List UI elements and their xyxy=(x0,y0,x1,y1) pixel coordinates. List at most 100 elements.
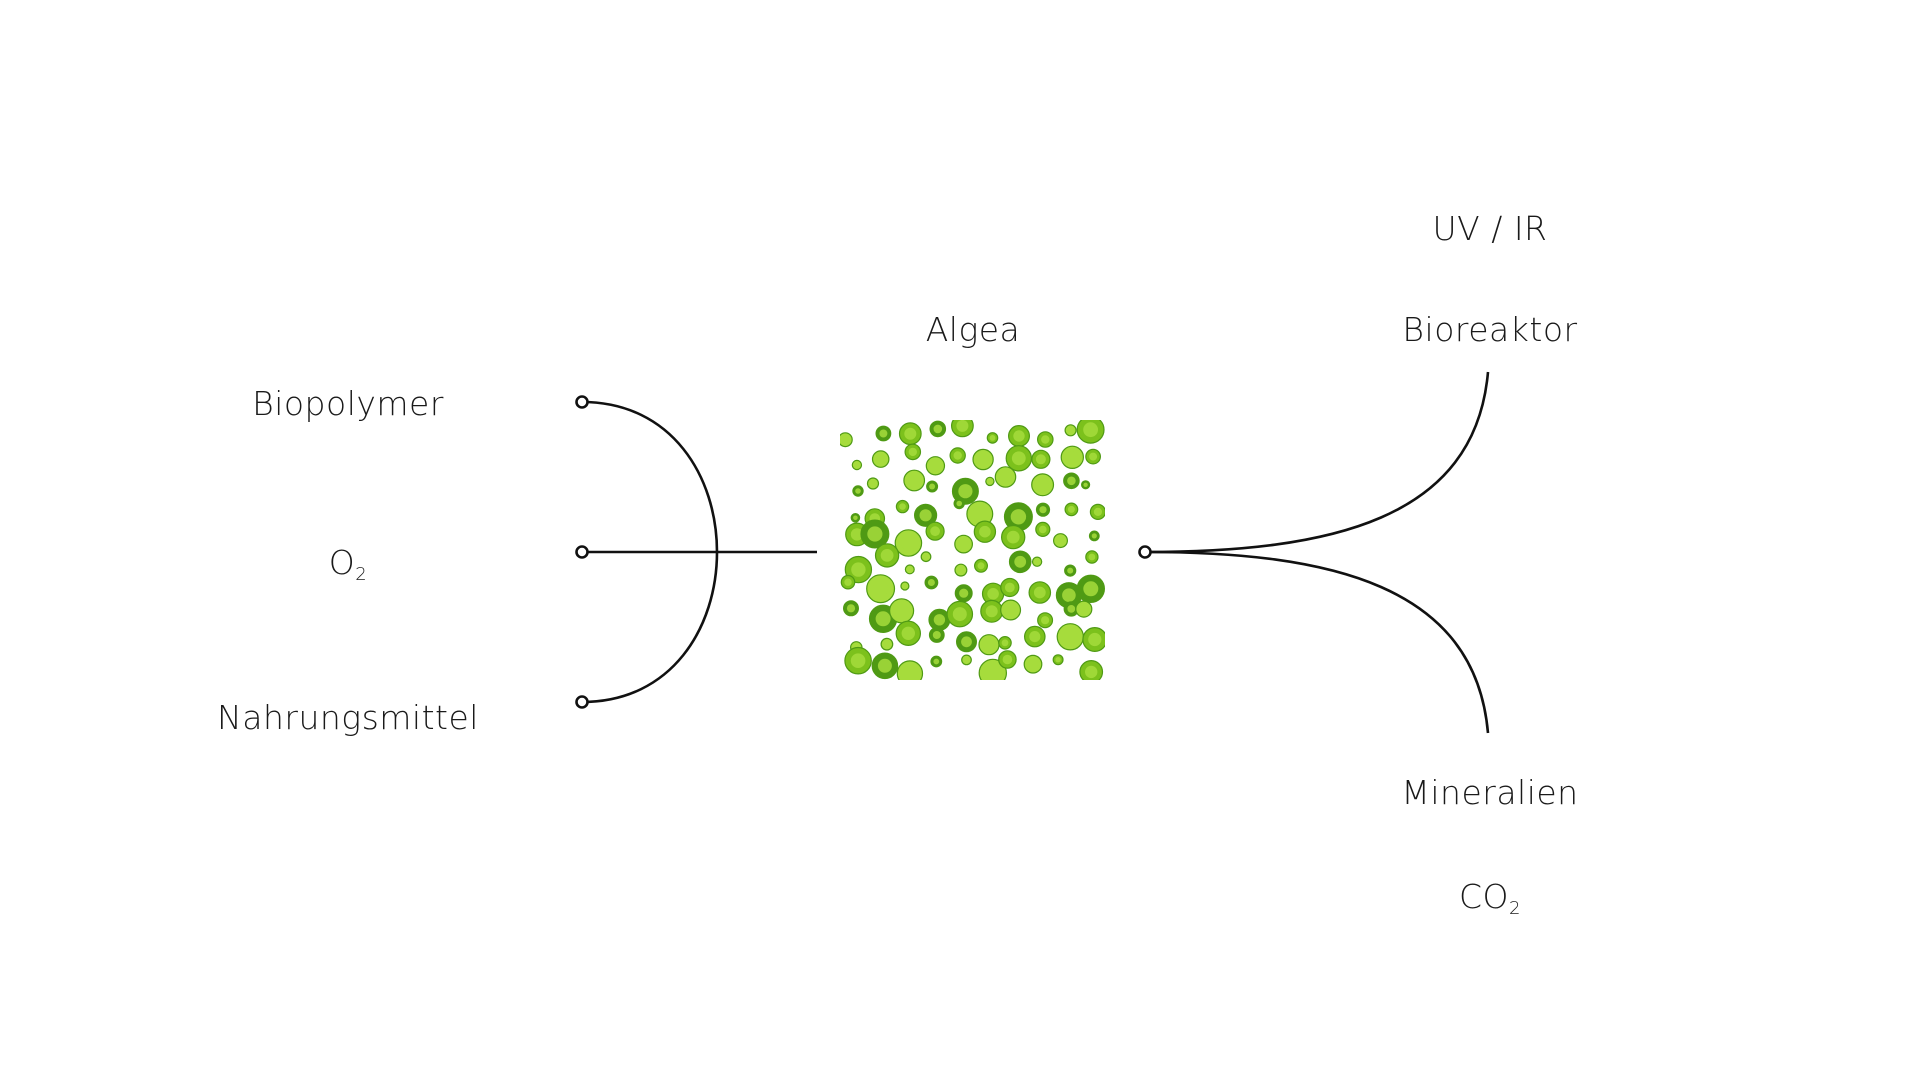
algae-to-bioreaktor-curve xyxy=(1144,371,1490,554)
algae-cell-core xyxy=(930,526,940,537)
algae-cell-core xyxy=(850,528,864,541)
algae-cell-core xyxy=(1002,654,1013,665)
algae-cell-core xyxy=(1036,478,1049,491)
algae-cell-core xyxy=(979,525,991,538)
algae-cell-core xyxy=(1088,632,1102,647)
nahrungsmittel-label: Nahrungsmittel xyxy=(217,698,479,737)
algae-cell-core xyxy=(902,583,908,589)
algae-cell-core xyxy=(919,509,932,522)
algae-cell-core xyxy=(961,636,972,648)
algae-cell-core xyxy=(895,604,909,618)
algae-cell-core xyxy=(933,614,946,626)
algae-cell-core xyxy=(1013,430,1025,442)
o2-node xyxy=(575,545,589,559)
algae-cell-core xyxy=(1083,581,1099,597)
algae-cell-core xyxy=(877,658,892,673)
algae-cell-core xyxy=(1039,525,1047,534)
algae-cell-core xyxy=(956,420,969,432)
algae-cell-core xyxy=(958,484,973,499)
algae-cell-core xyxy=(1088,553,1096,561)
uv-ir-label: UV / IR xyxy=(1432,209,1548,248)
algae-cell-core xyxy=(1041,435,1050,444)
algae-cell-core xyxy=(1093,507,1102,516)
algae-cell-core xyxy=(901,626,915,640)
algae-cell-core xyxy=(930,460,941,471)
algae-cell-core xyxy=(927,579,935,586)
algae-cell-core xyxy=(1067,505,1075,513)
algae-cell-core xyxy=(987,479,993,484)
algae-cell-core xyxy=(846,604,856,613)
algae-cell-core xyxy=(1085,665,1098,679)
algae-cell-core xyxy=(904,427,917,440)
algae-cell-core xyxy=(985,605,998,618)
algae-cell-core xyxy=(1056,536,1065,545)
o2-label: O2 xyxy=(328,543,368,585)
co2-label-base: CO xyxy=(1459,877,1510,916)
algae-cell-core xyxy=(867,526,883,542)
bioreaktor-label: Bioreaktor xyxy=(1402,310,1578,349)
algae-cell-core xyxy=(957,566,965,574)
co2-label-subscript: 2 xyxy=(1509,898,1521,919)
co2-label: CO2 xyxy=(1459,877,1521,919)
algae-cell-core xyxy=(907,567,913,572)
algea-label: Algea xyxy=(925,310,1021,349)
algae-cell-core xyxy=(959,588,969,598)
algae-cell-core xyxy=(963,657,970,663)
algae-cell-core xyxy=(883,641,891,648)
algae-cell-core xyxy=(1083,482,1088,487)
algae-cell-core xyxy=(1066,451,1079,464)
o2-label-subscript: 2 xyxy=(355,564,368,585)
algae-cell-core xyxy=(872,581,889,597)
algae-cell-core xyxy=(956,500,962,507)
algae-cell-core xyxy=(1014,555,1027,568)
algae-cell-core xyxy=(1033,586,1046,599)
algae-cell-core xyxy=(987,588,999,600)
algae-cell-core xyxy=(977,562,985,570)
algae-cell-core xyxy=(870,480,876,487)
algae-cell-core xyxy=(908,447,917,457)
algae-cell-core xyxy=(1083,422,1098,438)
algae-cell-core xyxy=(851,562,866,577)
algae-cell-core xyxy=(908,474,920,487)
algae-cell-core xyxy=(1039,506,1047,514)
nahrungsmittel-node xyxy=(575,695,589,709)
algae-cell-core xyxy=(844,578,852,586)
algae-cell-core xyxy=(933,424,943,434)
algae-cell-core xyxy=(929,483,936,490)
algae-cell-core xyxy=(1067,605,1076,613)
algae-cell-core xyxy=(1062,588,1076,602)
algae-cell-core xyxy=(1041,616,1050,625)
algae-cell-core xyxy=(1067,476,1076,486)
algae-cell-core xyxy=(1067,567,1074,574)
algae-cell-core xyxy=(1004,582,1015,593)
algae-cell-core xyxy=(841,435,850,444)
algae-cell-core xyxy=(1005,604,1016,616)
algae-cell-core xyxy=(985,665,1001,680)
algae-cell-core xyxy=(850,653,866,668)
algae-cell-core xyxy=(1079,604,1089,614)
algae-cell-core xyxy=(999,471,1012,483)
algae-cell-core xyxy=(1089,452,1098,461)
algae-cell-core xyxy=(933,658,940,665)
o2-label-base: O xyxy=(328,543,356,582)
algae-cell-core xyxy=(1035,454,1046,465)
algae-cell-core xyxy=(1028,659,1038,669)
algae-cell-core xyxy=(953,451,962,460)
algae-cell-core xyxy=(1034,559,1040,565)
algae-cell-core xyxy=(1006,530,1020,544)
algae-cell-core xyxy=(932,631,941,639)
algae-cell-core xyxy=(1010,509,1027,525)
mineralien-label: Mineralien xyxy=(1401,773,1579,812)
algae-cell-core xyxy=(1091,533,1097,539)
algae-cell-core xyxy=(853,515,858,521)
algae-cell-core xyxy=(880,549,894,562)
algae-cell-core xyxy=(901,535,916,551)
algae-cell-core xyxy=(1011,451,1026,466)
algae-cell-core xyxy=(1067,427,1074,434)
algae-cell-core xyxy=(952,607,967,622)
algae-cell-core xyxy=(1055,657,1061,663)
biopolymer-label: Biopolymer xyxy=(252,384,444,423)
algae-cell-core xyxy=(1063,629,1078,644)
algae-cell-core xyxy=(875,611,891,627)
